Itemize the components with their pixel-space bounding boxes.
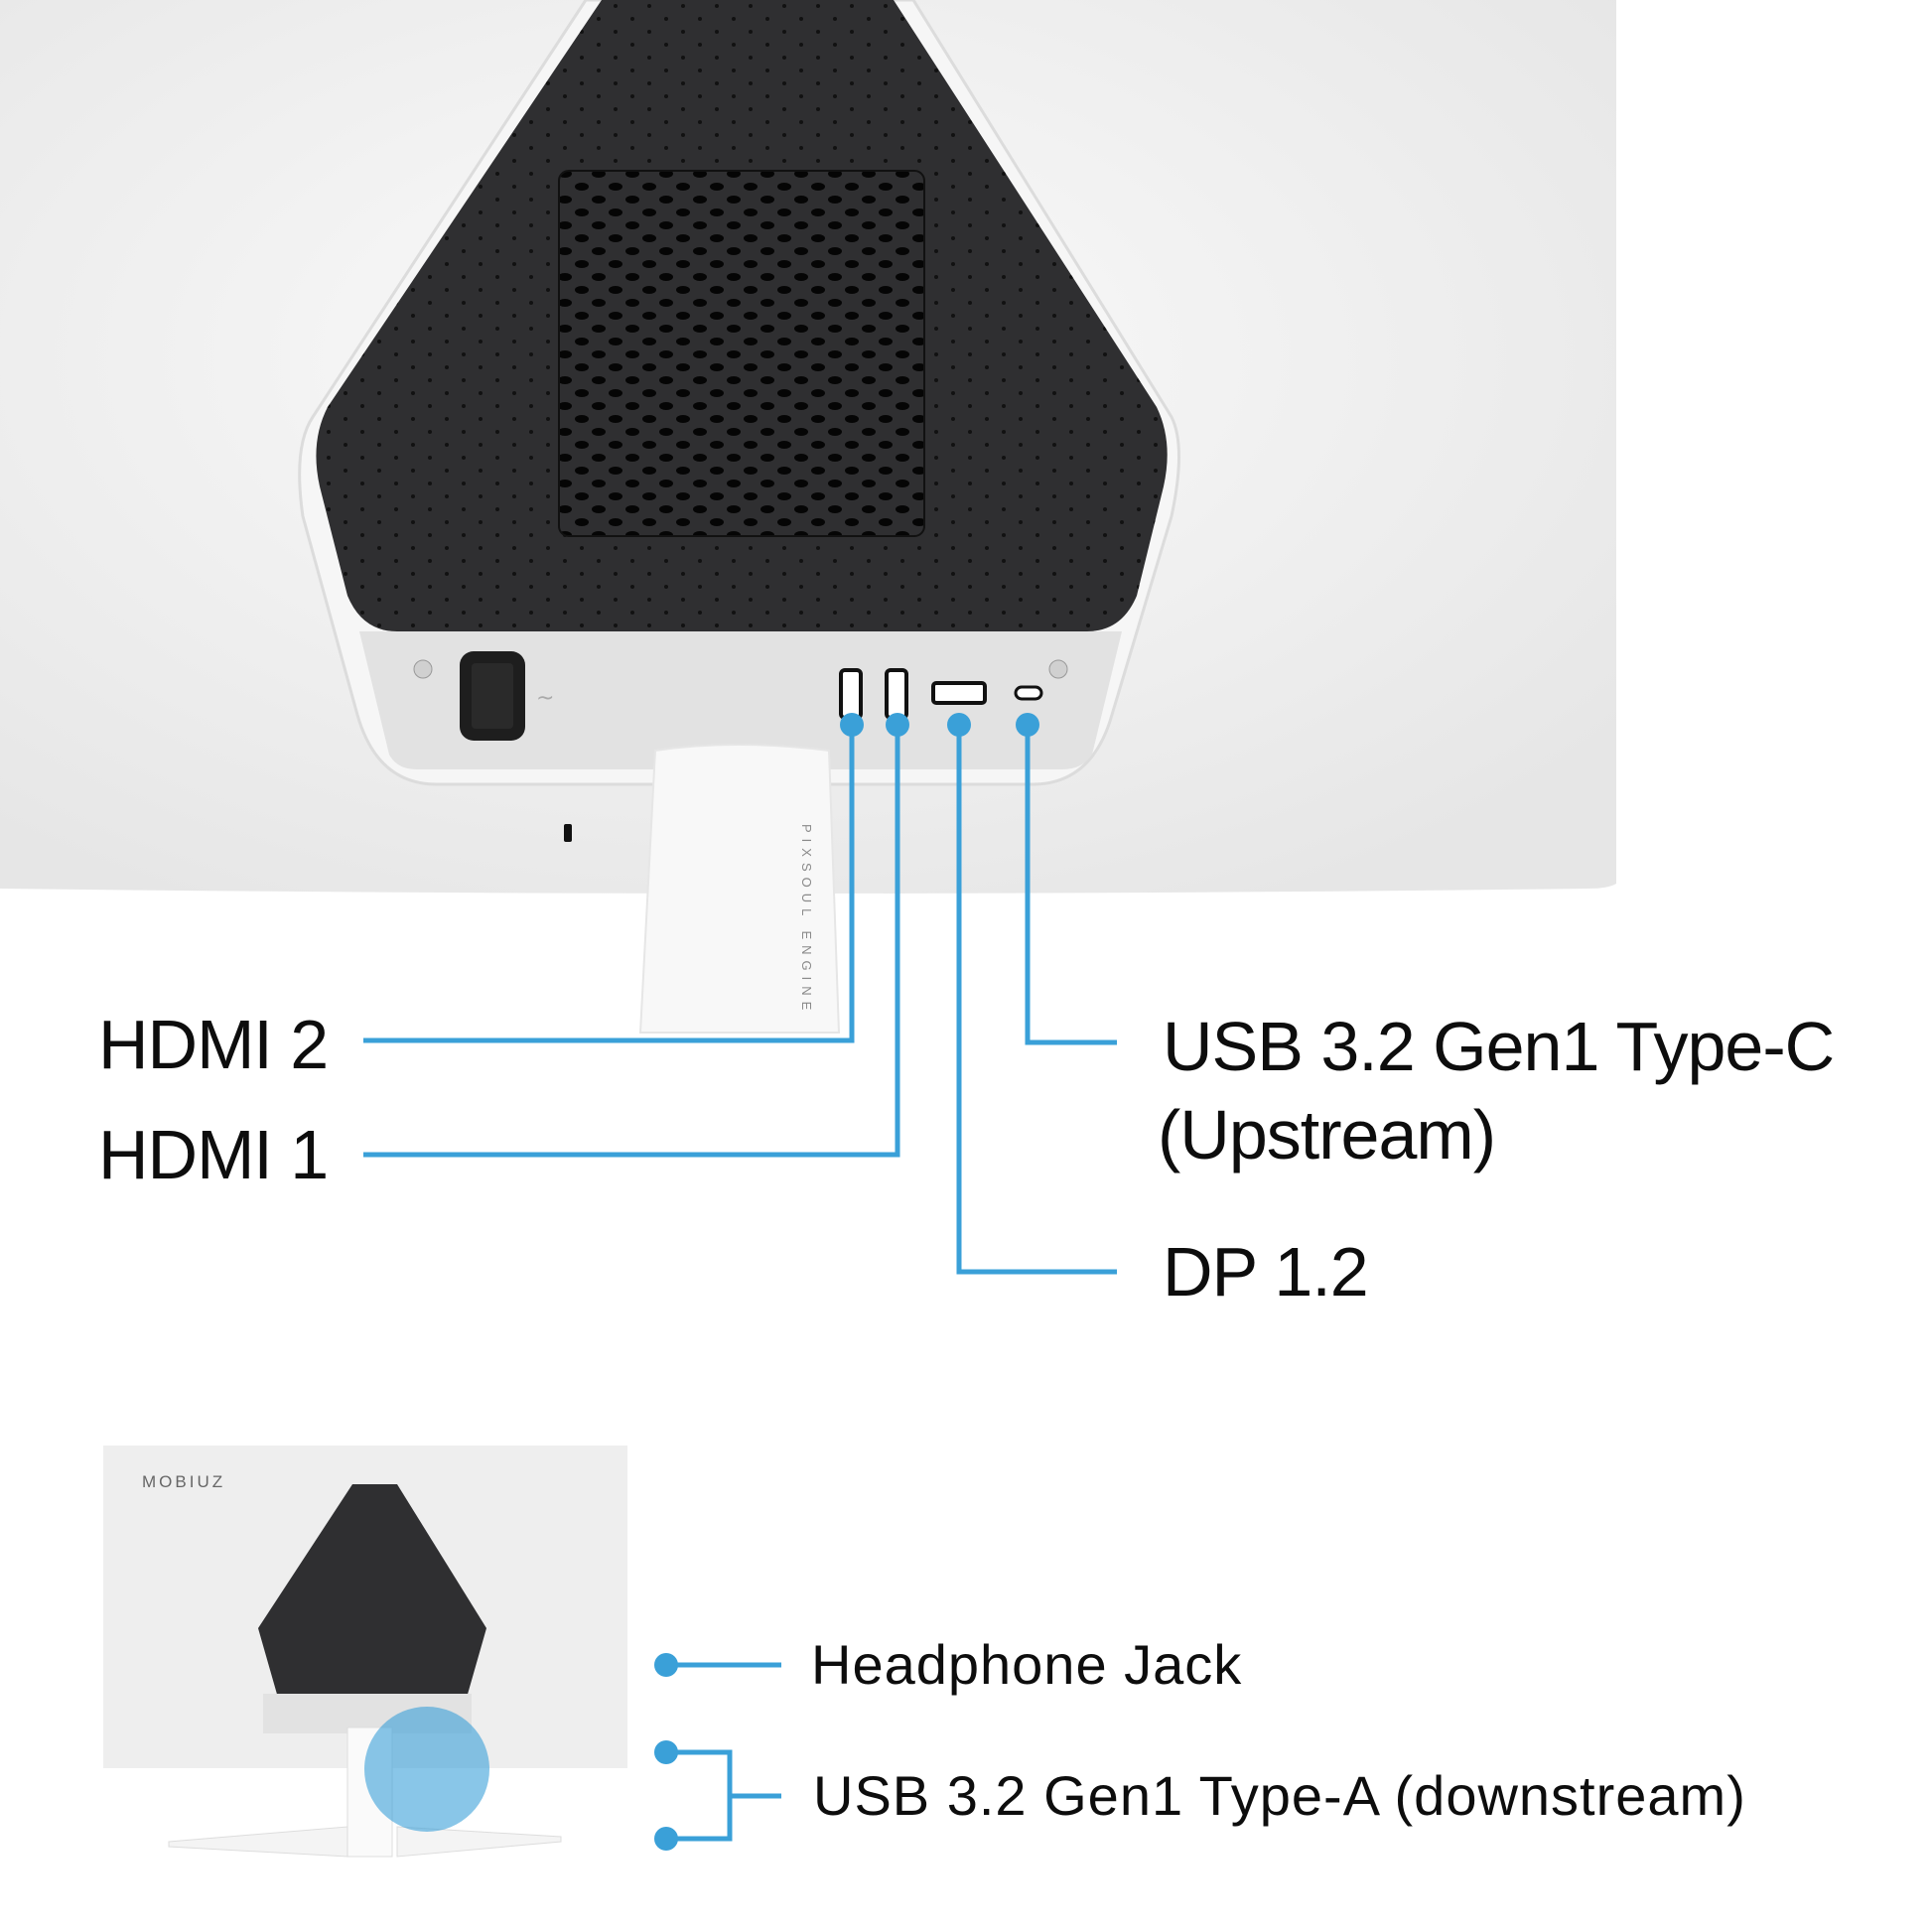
- svg-text:~: ~: [536, 686, 554, 711]
- label-headphone-jack: Headphone Jack: [811, 1633, 1243, 1696]
- brand-logo: MOBIUZ: [142, 1472, 226, 1491]
- hdmi1-marker: [886, 713, 909, 737]
- hdmi2-port: [839, 668, 863, 720]
- monitor-thumbnail: [103, 1446, 627, 1858]
- label-usb-c-upstream: (Upstream): [1158, 1096, 1496, 1173]
- hdmi2-marker: [840, 713, 864, 737]
- stand-neck: [638, 744, 841, 1034]
- usb-c-marker: [1016, 713, 1039, 737]
- headphone-marker: [654, 1653, 678, 1677]
- hdmi1-port: [885, 668, 908, 720]
- label-hdmi1: HDMI 1: [98, 1116, 329, 1193]
- lock-slot: [564, 824, 572, 842]
- dp-port: [931, 681, 987, 705]
- zoom-highlight: [364, 1707, 489, 1832]
- label-usb-a: USB 3.2 Gen1 Type-A (downstream): [813, 1764, 1746, 1827]
- label-usb-c: USB 3.2 Gen1 Type-C: [1163, 1008, 1835, 1085]
- screw-icon: [413, 659, 433, 679]
- connector-lines: [363, 725, 1117, 1842]
- label-hdmi2: HDMI 2: [98, 1006, 329, 1083]
- usb-a-marker: [654, 1827, 678, 1851]
- usb-c-port: [1014, 685, 1043, 701]
- stand-engraving: PIXSOUL ENGINE: [799, 824, 814, 1017]
- usb-a-marker: [654, 1740, 678, 1764]
- screw-icon: [1048, 659, 1068, 679]
- label-dp: DP 1.2: [1163, 1233, 1369, 1311]
- vesa-cover: [558, 170, 925, 537]
- dp-marker: [947, 713, 971, 737]
